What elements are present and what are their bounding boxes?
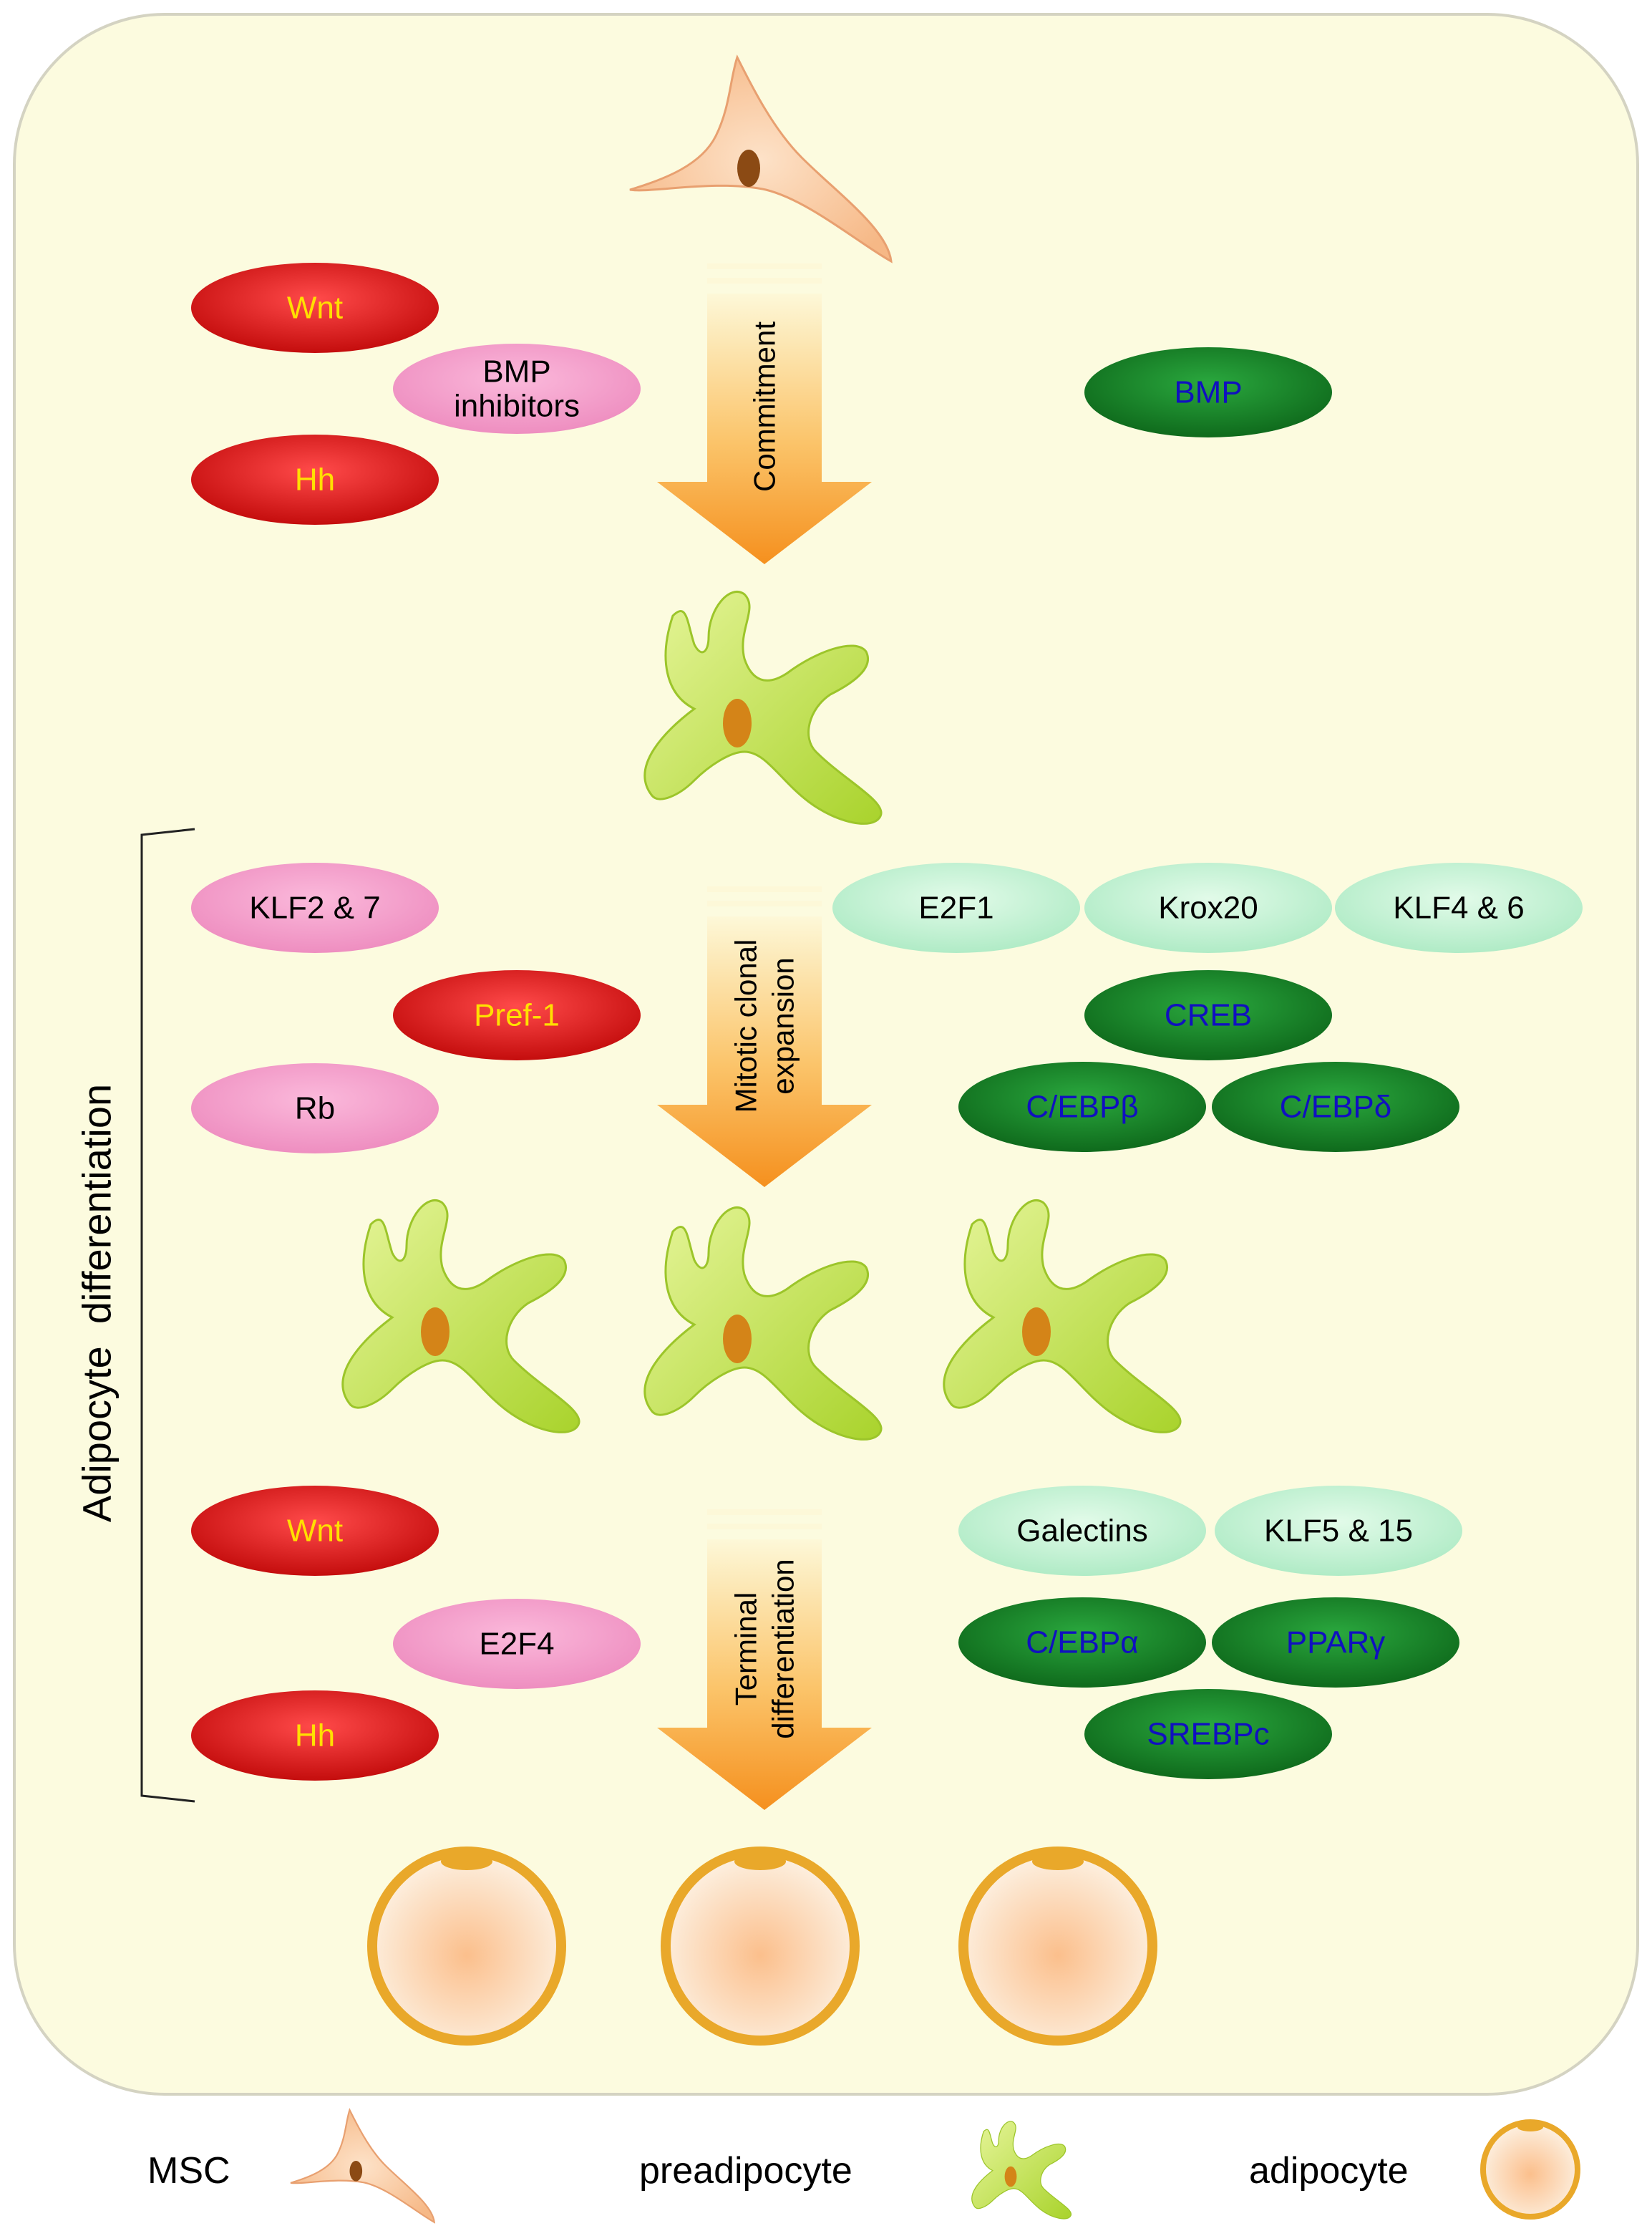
factor-bmp: BMP: [1084, 347, 1332, 437]
terminal-differentiation-arrow: Terminal differentiation: [657, 1509, 872, 1810]
factor-rb: Rb: [191, 1063, 439, 1153]
legend-msc-icon: [290, 2108, 436, 2224]
factor-srebpc: SREBPc: [1084, 1689, 1332, 1779]
factor-klf4-6: KLF4 & 6: [1335, 863, 1583, 953]
factor-label: Hh: [295, 1718, 335, 1753]
factor-cebp-delta: C/EBPδ: [1212, 1062, 1459, 1152]
background-panel: [13, 13, 1639, 2096]
factor-label: C/EBPα: [1026, 1625, 1138, 1660]
factor-label: Galectins: [1016, 1514, 1147, 1549]
mitotic-label-line1: Mitotic clonal: [729, 939, 763, 1113]
factor-label-line2: inhibitors: [454, 389, 580, 424]
factor-label: Wnt: [287, 1514, 343, 1549]
factor-label: PPARγ: [1286, 1625, 1386, 1660]
factor-label: E2F4: [479, 1627, 554, 1662]
factor-klf5-15: KLF5 & 15: [1215, 1486, 1462, 1576]
factor-label: KLF2 & 7: [249, 891, 380, 926]
factor-label: Hh: [295, 463, 335, 498]
factor-label: Pref-1: [474, 998, 560, 1033]
factor-klf2-7: KLF2 & 7: [191, 863, 439, 953]
commitment-label: Commitment: [748, 321, 782, 492]
adipocyte-cell-middle: [666, 1852, 855, 2041]
terminal-label-line2: differentiation: [767, 1559, 800, 1738]
adipocyte-cell-left: [372, 1852, 561, 2041]
adipocyte-differentiation-label: Adipocyte differentiation: [74, 1084, 120, 1522]
commitment-arrow: Commitment: [657, 263, 872, 564]
factor-krox20: Krox20: [1084, 863, 1332, 953]
factor-wnt-commitment: Wnt: [191, 263, 439, 353]
legend: MSC preadipocyte adipocyte: [147, 2108, 1580, 2224]
factor-cebp-beta: C/EBPβ: [958, 1062, 1206, 1152]
legend-label-preadipocyte: preadipocyte: [639, 2150, 852, 2192]
factor-label: BMP: [1174, 375, 1242, 410]
factor-label: KLF4 & 6: [1393, 891, 1524, 926]
factor-bmp-inhibitors: BMP inhibitors: [393, 344, 641, 434]
factor-label: C/EBPδ: [1280, 1090, 1392, 1125]
factor-pref-1: Pref-1: [393, 970, 641, 1060]
legend-label-msc: MSC: [147, 2150, 230, 2192]
factor-ppar-gamma: PPARγ: [1212, 1597, 1459, 1688]
factor-label: Wnt: [287, 291, 343, 326]
factor-label: Krox20: [1158, 891, 1258, 926]
factor-hh-commitment: Hh: [191, 435, 439, 525]
terminal-label-line1: Terminal: [729, 1592, 763, 1706]
factor-wnt-terminal: Wnt: [191, 1486, 439, 1576]
factor-creb: CREB: [1084, 970, 1332, 1060]
factor-label: E2F1: [918, 891, 993, 926]
factor-galectins: Galectins: [958, 1486, 1206, 1576]
adipocyte-cell-right: [963, 1852, 1152, 2041]
factor-e2f1: E2F1: [832, 863, 1080, 953]
factor-label: KLF5 & 15: [1264, 1514, 1413, 1549]
factor-hh-terminal: Hh: [191, 1690, 439, 1781]
factor-cebp-alpha: C/EBPα: [958, 1597, 1206, 1688]
factor-label: SREBPc: [1147, 1717, 1269, 1752]
factor-label: Rb: [295, 1091, 335, 1126]
legend-preadipocyte-icon: [971, 2121, 1072, 2220]
legend-label-adipocyte: adipocyte: [1249, 2150, 1409, 2192]
factor-label-line1: BMP: [482, 354, 550, 389]
factor-e2f4: E2F4: [393, 1599, 641, 1689]
msc-cell-top: [629, 54, 893, 263]
mitotic-expansion-arrow: Mitotic clonal expansion: [657, 886, 872, 1187]
mitotic-label-line2: expansion: [767, 957, 800, 1094]
differentiation-bracket: [140, 828, 195, 1803]
legend-adipocyte-icon: [1480, 2119, 1580, 2220]
factor-label: CREB: [1165, 998, 1252, 1033]
factor-label: C/EBPβ: [1026, 1090, 1138, 1125]
